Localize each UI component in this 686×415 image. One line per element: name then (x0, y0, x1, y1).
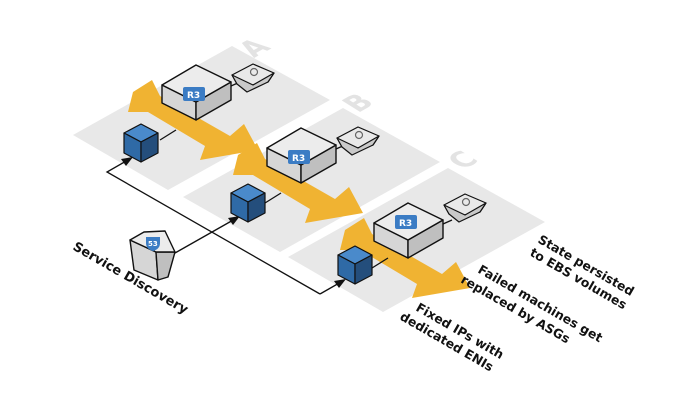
connectors (105, 157, 346, 295)
annotation-fixed-ips: Fixed IPs with dedicated ENIs (398, 300, 507, 375)
r3-badge-b-text: R3 (292, 154, 305, 164)
link-c-eni (371, 257, 389, 269)
r3-badge-a (183, 87, 205, 101)
asg-arrow-a (128, 80, 258, 160)
arrowhead-c (334, 279, 346, 288)
connector-to-a (105, 159, 321, 295)
link-b-eni (264, 192, 282, 204)
ebs-volume-b-front (336, 135, 380, 156)
gear-icon-c (461, 197, 471, 207)
link-c-volume (442, 219, 453, 225)
asg-arrow-b (233, 143, 363, 223)
route53-right (155, 251, 176, 281)
route53-badge-text: 53 (148, 240, 158, 248)
r3-badge-a-text: R3 (187, 91, 200, 101)
eni-cube-c-right (354, 254, 373, 285)
ebs-volume-a-front (231, 72, 275, 93)
connector-r53-to-b (174, 218, 236, 254)
asg-arrow-c (340, 218, 470, 298)
eni-cube-b-right (247, 192, 266, 223)
zone-c: R3 (337, 193, 487, 298)
ebs-volume-c-front (443, 202, 487, 223)
gear-icon-b (354, 130, 364, 140)
eni-cube-a-right (140, 132, 159, 163)
route53-service-discovery: 53 Service Discovery (70, 230, 191, 318)
gear-icon-a (249, 67, 259, 77)
zone-b: R3 (230, 126, 380, 223)
arrowhead-a (121, 157, 133, 166)
r3-badge-b (288, 150, 310, 164)
link-a-eni (159, 129, 177, 141)
arrowhead-b (228, 216, 240, 225)
zone-a: R3 (123, 63, 275, 163)
r3-badge-c-text: R3 (399, 219, 412, 229)
r3-badge-c (395, 215, 417, 229)
route53-shield-icon (146, 237, 160, 251)
